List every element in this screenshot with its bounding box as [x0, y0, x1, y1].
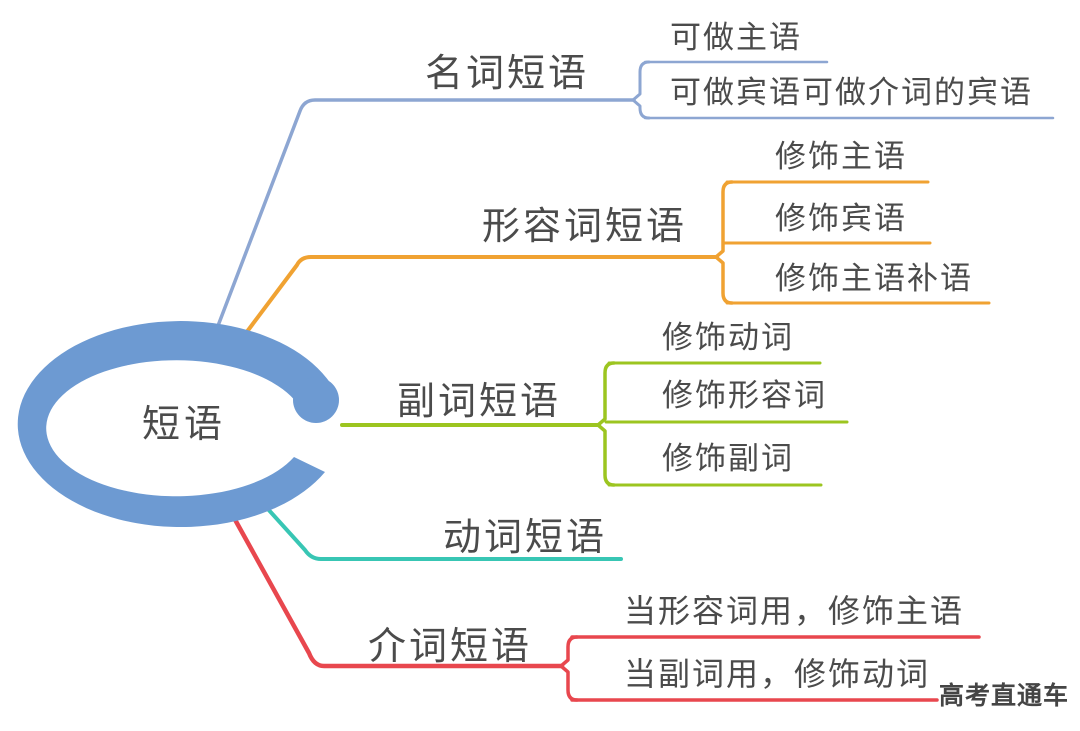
- branch-label-verb-phrase: 动词短语: [443, 515, 608, 559]
- child-label-preposition-1: 当副词用，修饰动词: [624, 655, 931, 693]
- branch-line-verb-phrase: [265, 506, 623, 561]
- branch-brace-noun-phrase: [631, 60, 651, 120]
- branch-line-adjective-phrase: [244, 255, 719, 335]
- center-node-ellipse: [17, 321, 334, 528]
- branch-label-noun-phrase: 名词短语: [425, 51, 590, 95]
- branch-line-preposition-phrase: [230, 513, 565, 669]
- branch-brace-preposition-phrase: [559, 635, 579, 702]
- branch-label-preposition-phrase: 介词短语: [368, 624, 533, 668]
- center-node-ellipse-tip: [293, 377, 339, 423]
- branch-brace-adverb-phrase: [596, 361, 616, 487]
- child-label-adjective-2: 修饰主语补语: [775, 261, 973, 297]
- child-label-adverb-1: 修饰形容词: [662, 378, 827, 414]
- branch-line-noun-phrase: [214, 98, 636, 333]
- child-label-adjective-0: 修饰主语: [775, 139, 907, 175]
- child-label-adjective-1: 修饰宾语: [775, 201, 907, 237]
- branch-label-adjective-phrase: 形容词短语: [482, 204, 688, 248]
- center-node-label: 短语: [142, 402, 227, 446]
- child-label-noun-1: 可做宾语可做介词的宾语: [670, 75, 1033, 111]
- child-label-adverb-2: 修饰副词: [662, 441, 794, 477]
- child-label-adverb-0: 修饰动词: [662, 320, 794, 356]
- branch-label-adverb-phrase: 副词短语: [397, 379, 562, 423]
- watermark-text: 高考直通车: [939, 681, 1070, 710]
- child-label-preposition-0: 当形容词用，修饰主语: [624, 592, 965, 630]
- child-label-noun-0: 可做主语: [670, 20, 802, 56]
